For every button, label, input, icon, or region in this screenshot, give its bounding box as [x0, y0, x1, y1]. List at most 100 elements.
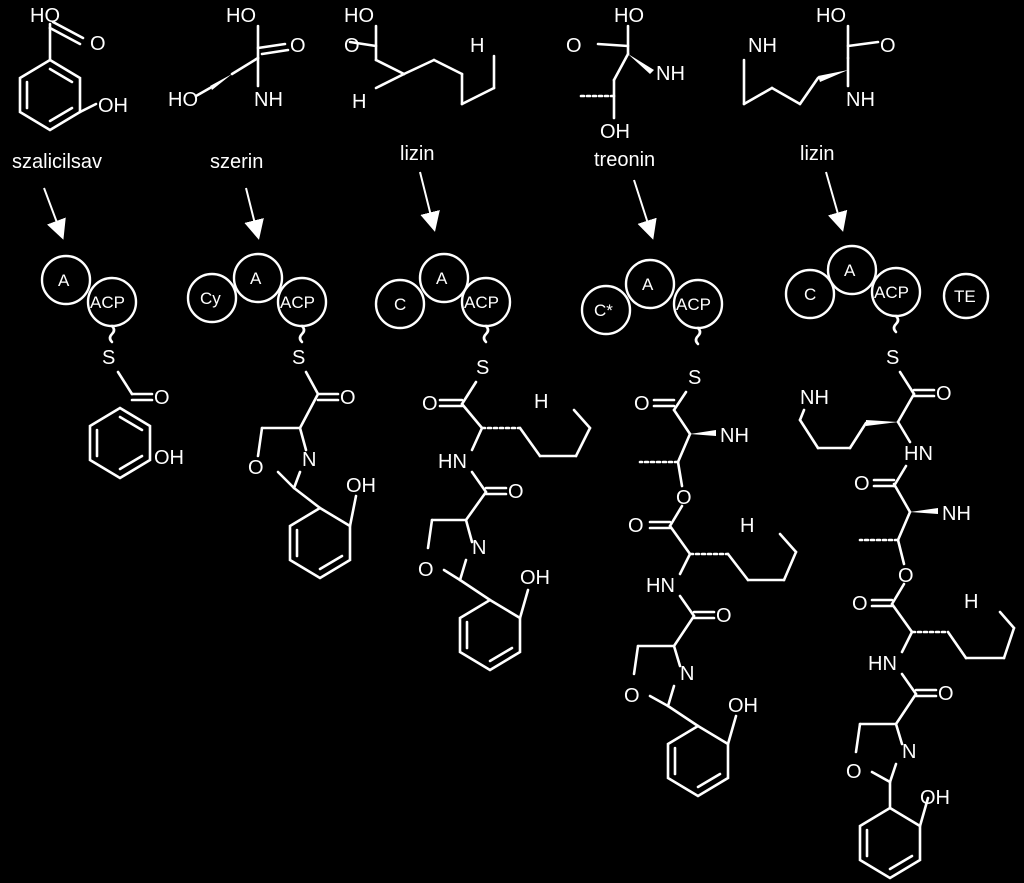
arrow-lysine-2 [825, 171, 848, 232]
module3-amide-nh-atom: HN [438, 451, 467, 473]
module3-a-domain [418, 252, 470, 304]
module5-a-domain [826, 244, 878, 296]
module3-amide-o-atom: O [508, 481, 524, 503]
precursor-label-lysine-2: lizin [800, 143, 834, 165]
module4-amide-o-atom: O [716, 605, 732, 627]
threonine-amine-atom: NH [656, 63, 685, 85]
module4-amide-nh-atom: HN [646, 575, 675, 597]
lysine1-acid-atom: HO [344, 5, 374, 27]
module-1: A ACP S O OH [40, 254, 184, 480]
module3-tail-amine-atom: H [534, 391, 548, 413]
module5-s-atom: S [886, 347, 899, 369]
serine-carbonyl-atom: O [290, 35, 306, 57]
module1-acp-label: ACP [90, 293, 125, 312]
lysine-structure-2: HO O NH NH [742, 5, 896, 111]
module2-a-domain [232, 252, 284, 304]
module5-te-domain [942, 272, 990, 320]
module5-amide-o-atom-1: O [854, 473, 870, 495]
module3-c-label: C [394, 295, 406, 314]
module4-acp-label: ACP [676, 295, 711, 314]
lysine2-acid-atom: HO [816, 5, 846, 27]
module5-c-label: C [804, 285, 816, 304]
module2-carbonyl-atom: O [340, 387, 356, 409]
precursor-label-salicylic: szalicilsav [12, 151, 102, 173]
module3-acp-label: ACP [464, 293, 499, 312]
lysine1-carbonyl-atom: O [344, 35, 360, 57]
module2-tether [298, 324, 306, 344]
module4-tether [694, 326, 702, 346]
salicylic-hydroxyl-atom: HO [30, 5, 60, 27]
lysine2-tail-amine-atom: NH [748, 35, 777, 57]
serine-structure: HO O HO NH [168, 5, 306, 111]
threonine-structure: HO O NH OH [566, 5, 685, 143]
lysine2-amine-atom: NH [846, 89, 875, 111]
module4-s-atom: S [688, 367, 701, 389]
lysine1-amine-atom: H [352, 91, 366, 113]
module4-a-domain [624, 258, 676, 310]
arrow-threonine [633, 179, 657, 240]
module5-amide-nh-atom-2: HN [868, 653, 897, 675]
module2-oxazoline-n-atom: N [302, 449, 316, 471]
module5-a-label: A [844, 261, 856, 280]
lysine2-carbonyl-atom: O [880, 35, 896, 57]
module5-amide-o-atom-2: O [938, 683, 954, 705]
module2-s-atom: S [292, 347, 305, 369]
module3-tether [482, 324, 490, 344]
module5-amine-atom: NH [942, 503, 971, 525]
module1-tether [108, 324, 116, 344]
precursor-label-threonine: treonin [594, 149, 655, 171]
module4-tail-amine-atom: H [740, 515, 754, 537]
module4-amine-atom: NH [720, 425, 749, 447]
module1-a-domain [40, 254, 92, 306]
salicylic-acid-structure: HO O OH [18, 5, 128, 132]
module1-s-atom: S [102, 347, 115, 369]
module5-oxazoline-n-atom: N [902, 741, 916, 763]
module2-phenol-atom: OH [346, 475, 376, 497]
module2-cy-label: Cy [200, 289, 221, 308]
module4-a-label: A [642, 275, 654, 294]
threonine-carbonyl-atom: O [566, 35, 582, 57]
module4-ester-o-atom: O [676, 487, 692, 509]
module2-cy-domain [186, 272, 238, 324]
module2-oxazoline-o-atom: O [248, 457, 264, 479]
precursor-label-serine: szerin [210, 151, 263, 173]
module5-ester-carbonyl-atom: O [852, 593, 868, 615]
precursor-label-lysine-1: lizin [400, 143, 434, 165]
module2-acp-label: ACP [280, 293, 315, 312]
module5-carbonyl-atom: O [936, 383, 952, 405]
module-4: C* A ACP S O NH O O H HN O [580, 258, 798, 798]
module1-phenol-atom: OH [154, 447, 184, 469]
threonine-hydroxyl-atom: OH [600, 121, 630, 143]
module5-tail-amine-atom-2: H [964, 591, 978, 613]
threonine-acid-atom: HO [614, 5, 644, 27]
module3-c-domain [374, 278, 426, 330]
serine-acid-atom: HO [226, 5, 256, 27]
module5-amide-nh-atom-1: HN [904, 443, 933, 465]
module5-c-domain [784, 268, 836, 320]
module4-cstar-domain [580, 284, 632, 336]
arrow-lysine-1 [419, 171, 440, 232]
salicylic-carbonyl-atom: O [90, 33, 106, 55]
module4-phenol-atom: OH [728, 695, 758, 717]
module3-phenol-atom: OH [520, 567, 550, 589]
module4-cstar-label: C* [594, 301, 613, 320]
module2-a-label: A [250, 269, 262, 288]
arrow-serine [244, 187, 264, 240]
module5-tether [892, 314, 900, 334]
module-5: C A ACP TE S O NH HN O NH O O [784, 244, 1016, 880]
module4-carbonyl-atom: O [634, 393, 650, 415]
module4-ester-carbonyl-atom: O [628, 515, 644, 537]
module5-acp-label: ACP [874, 283, 909, 302]
module3-oxazoline-n-atom: N [472, 537, 486, 559]
module3-a-label: A [436, 269, 448, 288]
module5-tail-amine-atom: NH [800, 387, 829, 409]
module5-phenol-atom: OH [920, 787, 950, 809]
lysine1-tail-amine-atom: H [470, 35, 484, 57]
serine-hydroxyl-atom: HO [168, 89, 198, 111]
module-3: C A ACP S O H HN O O N OH [374, 252, 592, 672]
lysine-structure-1: HO O H H [344, 5, 496, 113]
salicylic-phenol-atom: OH [98, 95, 128, 117]
module4-oxazoline-n-atom: N [680, 663, 694, 685]
module5-oxazoline-o-atom: O [846, 761, 862, 783]
